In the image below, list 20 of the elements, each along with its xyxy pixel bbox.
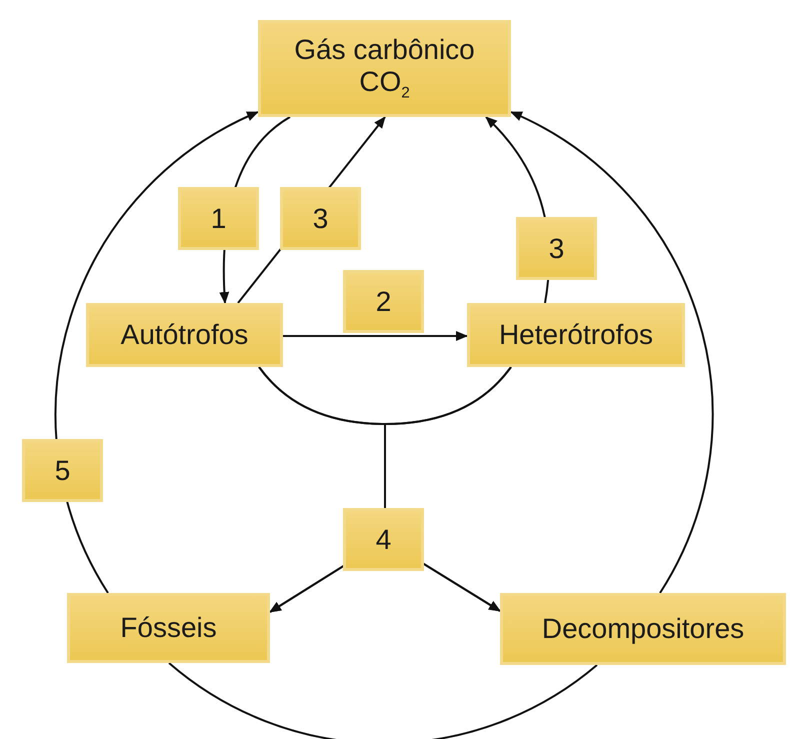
concept-box (467, 303, 685, 367)
step-number: 3 (516, 217, 597, 280)
concept-box (500, 593, 786, 665)
arrow (55, 111, 259, 594)
step-number: 1 (178, 187, 259, 250)
arrow (283, 331, 468, 341)
box-label: Gás carbônico (294, 34, 475, 66)
box-label: CO$_{2}$ (359, 66, 410, 103)
concept-box (258, 20, 511, 117)
step-number: 3 (280, 187, 361, 250)
box-label: Heterótrofos (498, 318, 654, 352)
arrow (510, 111, 714, 594)
concept-box (67, 593, 270, 663)
step-number: 2 (343, 270, 424, 333)
concept-box (86, 303, 283, 367)
box-label: Autótrofos (120, 318, 248, 352)
box-label: Decompositores (542, 612, 744, 646)
box-label: Fósseis (120, 612, 217, 644)
step-number: 4 (343, 508, 424, 571)
step-number: 5 (22, 439, 103, 502)
